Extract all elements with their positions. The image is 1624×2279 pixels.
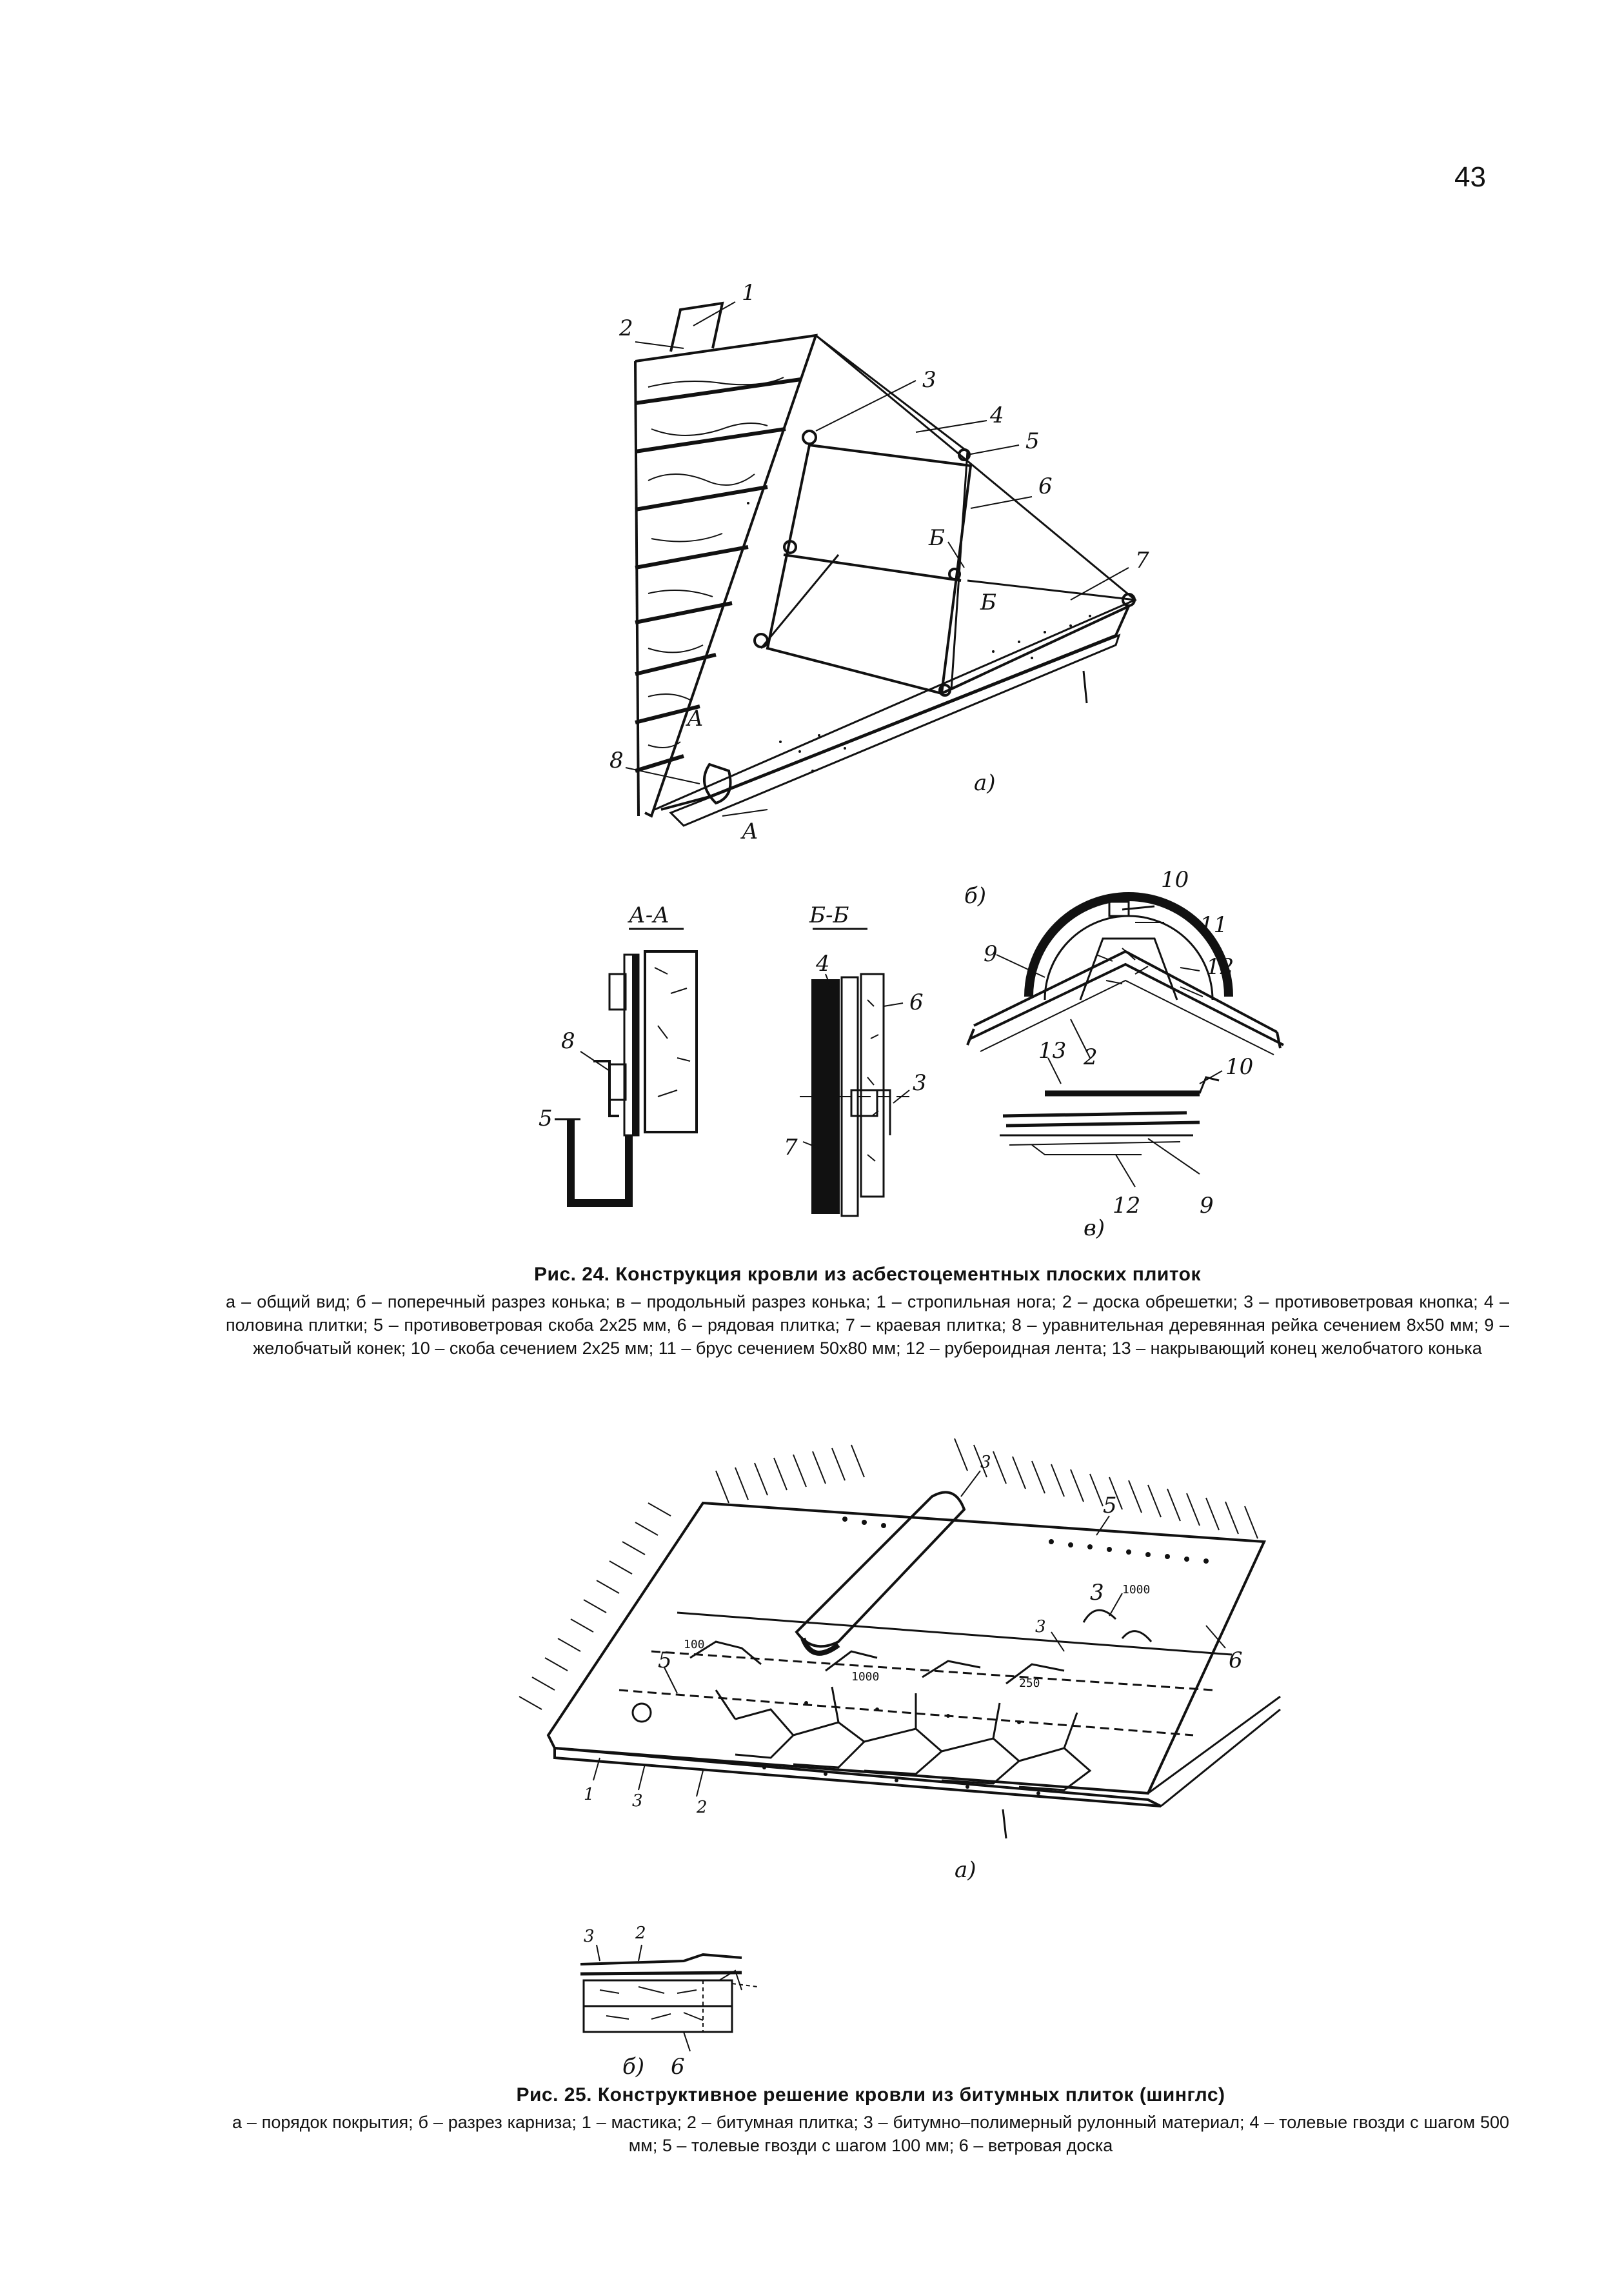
fig25-label-3-right: 3 [1090, 1580, 1104, 1606]
fig24-v-label-10: 10 [1225, 1054, 1253, 1080]
fig25-eaves-section [580, 1944, 758, 2052]
fig25-label-5-top: 5 [1103, 1493, 1117, 1518]
fig24-b-label-10: 10 [1161, 867, 1189, 893]
page-number: 43 [1454, 161, 1486, 193]
fig24-label-1: 1 [742, 280, 756, 306]
fig25-roof-covering [519, 1438, 1281, 1839]
fig24-b-label-12: 12 [1206, 954, 1234, 980]
fig25-label-1: 1 [584, 1785, 595, 1804]
fig24-label-2: 2 [619, 315, 633, 341]
figure-24-caption: Рис. 24. Конструкция кровли из асбестоце… [226, 1263, 1509, 1360]
figure-25-caption: Рис. 25. Конструктивное решение кровли и… [232, 2084, 1509, 2157]
fig24-label-B-1: Б [928, 525, 945, 551]
fig24-label-A-2: А [740, 819, 758, 844]
fig25-label-3-top: 3 [980, 1453, 991, 1472]
figure-24-caption-title: Рис. 24. Конструкция кровли из асбестоце… [534, 1264, 1201, 1285]
fig25-label-5-left: 5 [658, 1647, 672, 1673]
fig24-section-bb [800, 928, 916, 1217]
fig25-label-b: б) [622, 2054, 644, 2080]
fig24-b-label-9: 9 [984, 941, 998, 967]
fig24-b-label-11: 11 [1200, 912, 1227, 938]
fig24-ridge-longitudinal-section [1000, 1057, 1223, 1188]
fig24-bb-label-3: 3 [913, 1070, 927, 1096]
fig25-b-label-2: 2 [635, 1924, 646, 1943]
figure-25-caption-body: а – порядок покрытия; б – разрез карниза… [232, 2113, 1509, 2155]
fig25-dim-1000: 1000 [1122, 1583, 1150, 1597]
fig25-label-3-mid: 3 [1035, 1617, 1046, 1637]
fig24-label-8: 8 [609, 748, 624, 773]
fig25-b-label-3: 3 [584, 1927, 595, 1946]
fig24-label-b: б) [964, 883, 986, 909]
fig24-label-7: 7 [1135, 548, 1149, 573]
fig24-label-section-aa: А-А [628, 902, 669, 928]
fig24-label-B-2: Б [980, 590, 996, 615]
figure-25-caption-title: Рис. 25. Конструктивное решение кровли и… [516, 2084, 1225, 2105]
fig24-label-6: 6 [1038, 473, 1053, 499]
fig24-bb-label-7: 7 [784, 1135, 798, 1160]
fig25-dim-250: 250 [1019, 1677, 1040, 1690]
fig25-label-3-bottom: 3 [632, 1791, 643, 1811]
fig25-b-label-6: 6 [671, 2054, 685, 2080]
fig24-label-v: в) [1084, 1215, 1105, 1241]
fig24-v-label-13: 13 [1038, 1038, 1066, 1064]
fig24-ridge-cross-section [966, 892, 1284, 1059]
fig24-aa-label-5: 5 [539, 1106, 553, 1131]
fig24-bb-label-4: 4 [815, 951, 830, 977]
fig25-dim-1000-b: 1000 [851, 1670, 879, 1684]
fig24-bb-label-6: 6 [909, 990, 924, 1015]
fig24-label-A-1: А [686, 706, 704, 731]
fig25-label-6: 6 [1229, 1647, 1243, 1673]
fig24-label-5: 5 [1025, 428, 1040, 454]
fig24-label-3: 3 [922, 367, 936, 393]
fig24-label-section-bb: Б-Б [809, 902, 849, 928]
fig24-label-a: а) [974, 770, 996, 796]
fig25-label-2: 2 [696, 1798, 708, 1817]
fig24-v-label-9: 9 [1200, 1193, 1214, 1219]
fig25-dim-100: 100 [684, 1638, 705, 1651]
fig24-section-aa [555, 928, 698, 1207]
fig25-label-a: а) [955, 1857, 976, 1883]
figure-24-caption-body: а – общий вид; б – поперечный разрез кон… [226, 1292, 1509, 1358]
fig24-label-4: 4 [989, 403, 1004, 428]
fig24-aa-label-8: 8 [561, 1028, 575, 1054]
fig24-v-label-12: 12 [1113, 1193, 1140, 1219]
fig24-b-label-2: 2 [1083, 1044, 1098, 1070]
